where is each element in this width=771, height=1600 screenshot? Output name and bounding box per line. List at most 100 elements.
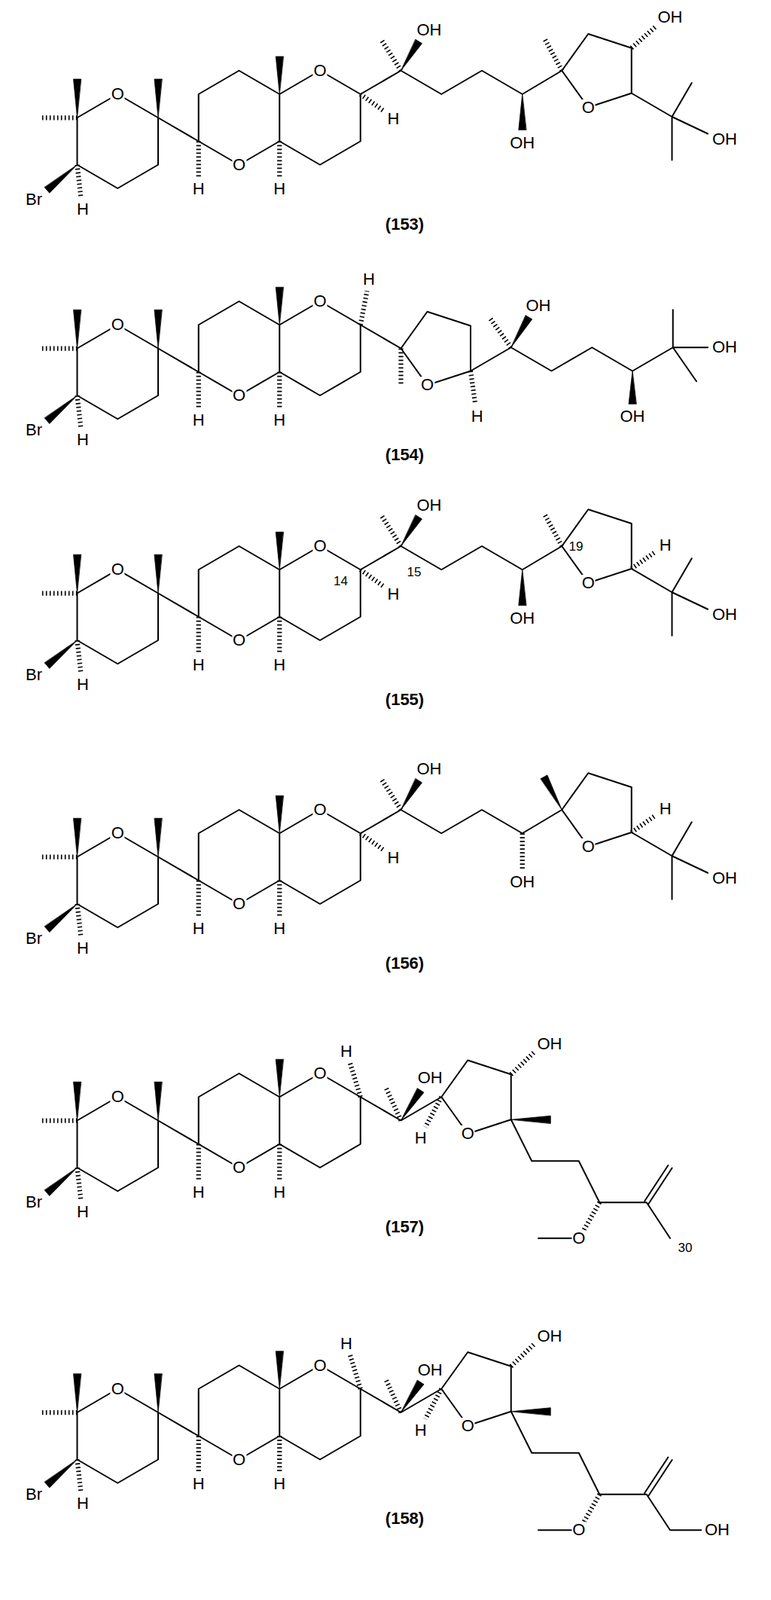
- hashed-bond: [360, 569, 384, 587]
- atom-label: OH: [711, 338, 738, 356]
- hashed-bond: [425, 1096, 442, 1127]
- bond-group: [360, 26, 708, 161]
- hashed-bond: [631, 816, 655, 832]
- locant-number: 19: [568, 539, 585, 553]
- atom-label: O: [312, 1356, 327, 1374]
- atom-label: H: [387, 849, 401, 866]
- atom-label: OH: [711, 131, 738, 148]
- bond-line: [561, 772, 632, 847]
- atom-label: O: [231, 387, 247, 404]
- hashed-bond: [489, 316, 512, 348]
- wedge-bond: [540, 774, 562, 810]
- atom-label: H: [191, 1183, 206, 1201]
- bond-line: [631, 557, 708, 636]
- atom-label: H: [272, 1183, 287, 1201]
- atom-label: O: [312, 537, 327, 555]
- atom-label: H: [414, 1129, 428, 1146]
- hashed-bond: [360, 290, 368, 325]
- hashed-bond: [360, 832, 384, 851]
- bond-line: [631, 821, 708, 899]
- bond-line: [441, 1060, 512, 1134]
- atom-label: H: [387, 585, 401, 603]
- atom-label: H: [272, 920, 287, 937]
- atom-label: H: [191, 180, 206, 198]
- bond-line: [644, 1456, 673, 1496]
- atom-label: O: [581, 574, 596, 592]
- wedge-bond: [401, 1379, 425, 1412]
- atom-label: H: [470, 408, 485, 425]
- atom-label: H: [191, 656, 206, 674]
- hashed-bond: [350, 1062, 361, 1097]
- ring-fragment: [41, 56, 361, 199]
- wedge-bond: [628, 371, 637, 405]
- wedge-bond: [511, 1115, 552, 1123]
- wedge-bond: [518, 569, 527, 606]
- bond-group: [360, 290, 708, 404]
- wedge-bond: [401, 39, 423, 71]
- atom-label: H: [272, 1474, 287, 1492]
- bond-line: [511, 1410, 702, 1530]
- atom-label: OH: [416, 21, 443, 39]
- ring-fragment: [41, 1350, 361, 1493]
- atom-label: O: [110, 85, 125, 103]
- atom-label: O: [460, 1124, 476, 1142]
- hashed-bond: [511, 1051, 535, 1074]
- ring-fragment: [41, 795, 361, 937]
- atom-label: OH: [711, 606, 738, 623]
- atom-label: O: [460, 1417, 476, 1434]
- wedge-bond: [401, 778, 423, 810]
- atom-label: H: [76, 939, 90, 957]
- wedge-bond: [518, 94, 527, 131]
- atom-label: O: [231, 1158, 247, 1176]
- compound-number: (153): [384, 216, 425, 233]
- bond-group: [360, 508, 708, 636]
- atom-label: O: [420, 376, 435, 394]
- atom-label: OH: [711, 869, 738, 887]
- bond-line: [360, 809, 563, 833]
- bond-line: [644, 1164, 673, 1204]
- hashed-bond: [583, 1201, 600, 1231]
- compound-number: (158): [384, 1509, 425, 1527]
- atom-label: O: [231, 631, 247, 649]
- hashed-bond: [520, 832, 525, 869]
- wedge-bond: [511, 1407, 552, 1415]
- atom-label: Br: [24, 929, 43, 947]
- locant-number: 30: [677, 1240, 694, 1254]
- hashed-bond: [386, 1087, 402, 1121]
- atom-label: O: [110, 1087, 125, 1105]
- atom-label: OH: [417, 1361, 444, 1378]
- bond-line: [631, 82, 708, 161]
- atom-label: OH: [508, 873, 536, 890]
- atom-label: H: [387, 110, 401, 128]
- bond-line: [511, 1118, 671, 1238]
- atom-label: O: [110, 316, 125, 333]
- atom-label: O: [110, 560, 125, 578]
- atom-label: H: [191, 1474, 206, 1492]
- atom-label: OH: [508, 134, 536, 152]
- compound-number: (155): [384, 691, 425, 708]
- hashed-bond: [631, 552, 655, 569]
- atom-label: O: [571, 1229, 586, 1247]
- atom-label: O: [581, 99, 596, 116]
- atom-label: H: [191, 411, 206, 429]
- atom-label: H: [76, 431, 90, 448]
- atom-label: Br: [24, 1193, 43, 1210]
- hashed-bond: [583, 1493, 600, 1523]
- bond-line: [360, 70, 563, 95]
- atom-label: OH: [416, 496, 443, 514]
- atom-label: H: [272, 180, 287, 198]
- locant-number: 14: [332, 574, 349, 588]
- hashed-bond: [631, 26, 657, 49]
- atom-label: Br: [24, 421, 43, 439]
- atom-label: Br: [24, 666, 43, 683]
- atom-label: H: [272, 411, 287, 429]
- atom-label: H: [272, 656, 287, 674]
- atom-label: OH: [619, 408, 647, 425]
- atom-label: H: [76, 201, 90, 218]
- atom-label: O: [312, 801, 327, 818]
- atom-label: O: [312, 1064, 327, 1082]
- compound-number: (154): [384, 446, 425, 464]
- hashed-bond: [380, 515, 401, 546]
- bond-line: [360, 545, 563, 570]
- atom-label: OH: [657, 9, 684, 26]
